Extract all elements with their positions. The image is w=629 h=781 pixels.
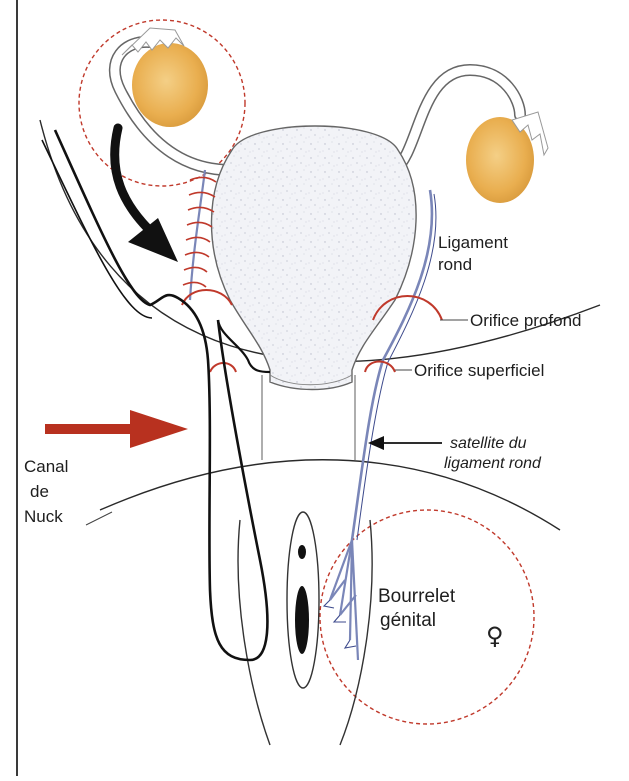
label-genital: génital [380, 610, 436, 631]
label-satellite-line2: ligament rond [444, 455, 542, 472]
female-symbol-icon: ♀ [486, 622, 504, 650]
label-de: de [30, 482, 49, 501]
label-nuck: Nuck [24, 507, 63, 526]
arrow-right-red-head [130, 410, 188, 448]
left-labium-outline [238, 520, 270, 745]
arrow-right-red-icon [45, 424, 135, 434]
urethral-opening [298, 545, 306, 559]
label-orifice-profond: Orifice profond [470, 311, 582, 330]
label-bourrelet: Bourrelet [378, 586, 456, 607]
label-rond: rond [438, 255, 472, 274]
arrow-down-black-head [128, 218, 178, 262]
left-round-ligament [190, 170, 205, 300]
label-canal: Canal [24, 457, 68, 476]
label-orifice-superficiel: Orifice superficiel [414, 361, 544, 380]
label-satellite-line1: satellite du [450, 435, 527, 452]
label-ligament: Ligament [438, 233, 508, 252]
right-ovary [466, 117, 534, 203]
vaginal-opening [295, 586, 309, 654]
ligament-fan [330, 540, 358, 660]
leader-canal-de-nuck [86, 512, 112, 525]
left-ovary [132, 43, 208, 127]
